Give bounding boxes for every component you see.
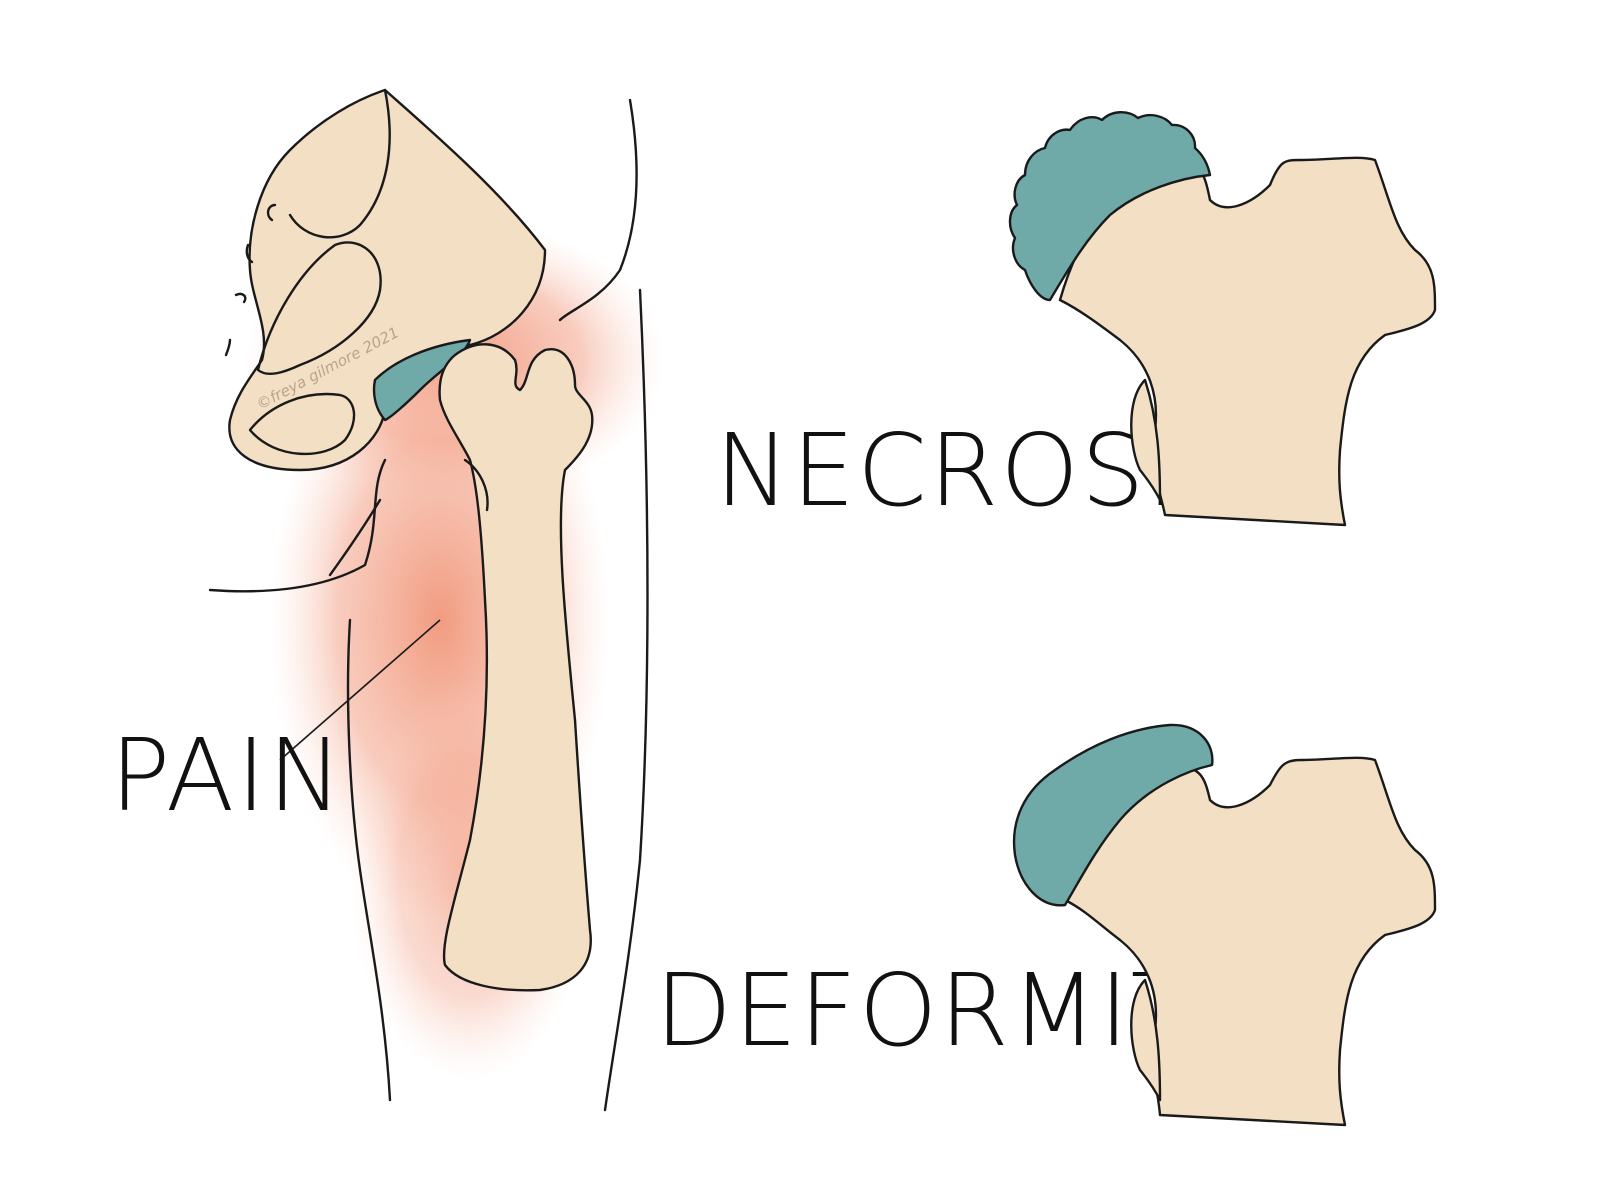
pelvis-bone bbox=[228, 88, 547, 472]
necrosis-femur-head bbox=[1008, 111, 1437, 527]
label-pain: PAIN bbox=[110, 717, 345, 834]
deformity-femur-head bbox=[1012, 723, 1437, 1127]
necrotic-head bbox=[1008, 111, 1212, 302]
deformity-lesser-trochanter bbox=[1130, 978, 1162, 1102]
body-outline-left bbox=[208, 458, 387, 593]
acetabulum-cartilage bbox=[372, 338, 472, 422]
femur-bone bbox=[438, 343, 594, 992]
body-outline-right bbox=[558, 98, 638, 322]
iliac-crest-curve bbox=[256, 241, 382, 375]
pain-leader-line bbox=[279, 619, 441, 761]
obturator-foramen bbox=[248, 392, 356, 456]
hip-illustration bbox=[208, 88, 665, 1112]
deformed-head bbox=[1012, 723, 1214, 907]
necrosis-lesser-trochanter bbox=[1130, 378, 1162, 502]
